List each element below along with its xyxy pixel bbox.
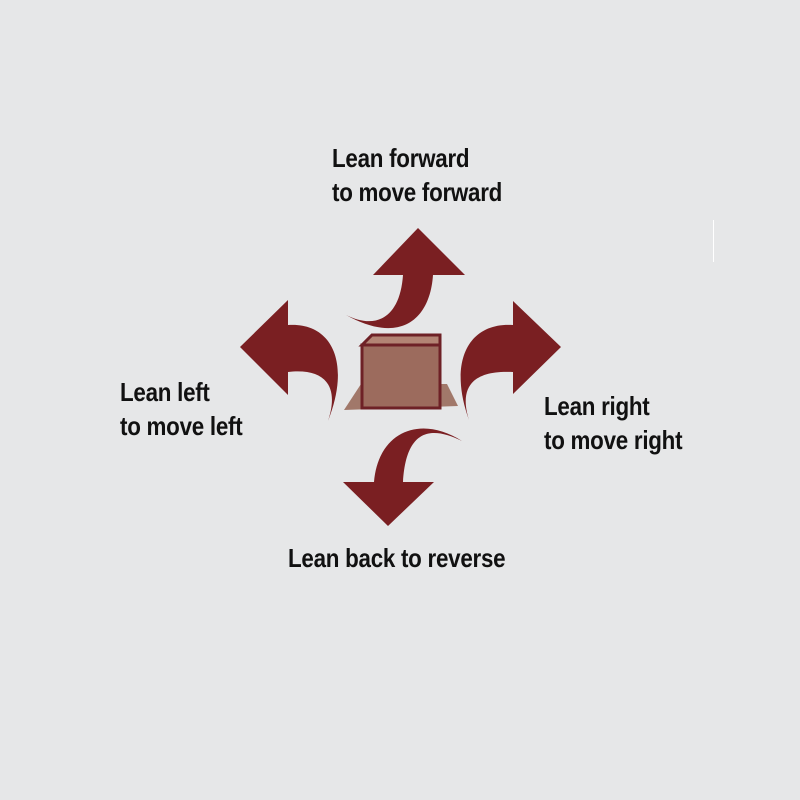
arrow-left-icon: [240, 300, 338, 421]
label-forward-line2: to move forward: [332, 177, 503, 207]
label-right-line1: Lean right: [544, 391, 650, 421]
label-left-line2: to move left: [120, 411, 243, 441]
label-left: Lean left to move left: [120, 375, 243, 443]
arrow-forward-icon: [346, 228, 465, 329]
label-forward: Lean forward to move forward: [332, 141, 502, 209]
label-forward-line1: Lean forward: [332, 143, 470, 173]
arrow-back-icon: [343, 428, 462, 526]
label-right: Lean right to move right: [544, 389, 683, 457]
label-left-line1: Lean left: [120, 377, 210, 407]
label-back-line1: Lean back to reverse: [288, 543, 506, 573]
center-box-icon: [358, 333, 442, 410]
edge-mark: [713, 220, 714, 262]
label-back: Lean back to reverse: [288, 541, 506, 575]
arrow-right-icon: [460, 301, 561, 420]
label-right-line2: to move right: [544, 425, 683, 455]
